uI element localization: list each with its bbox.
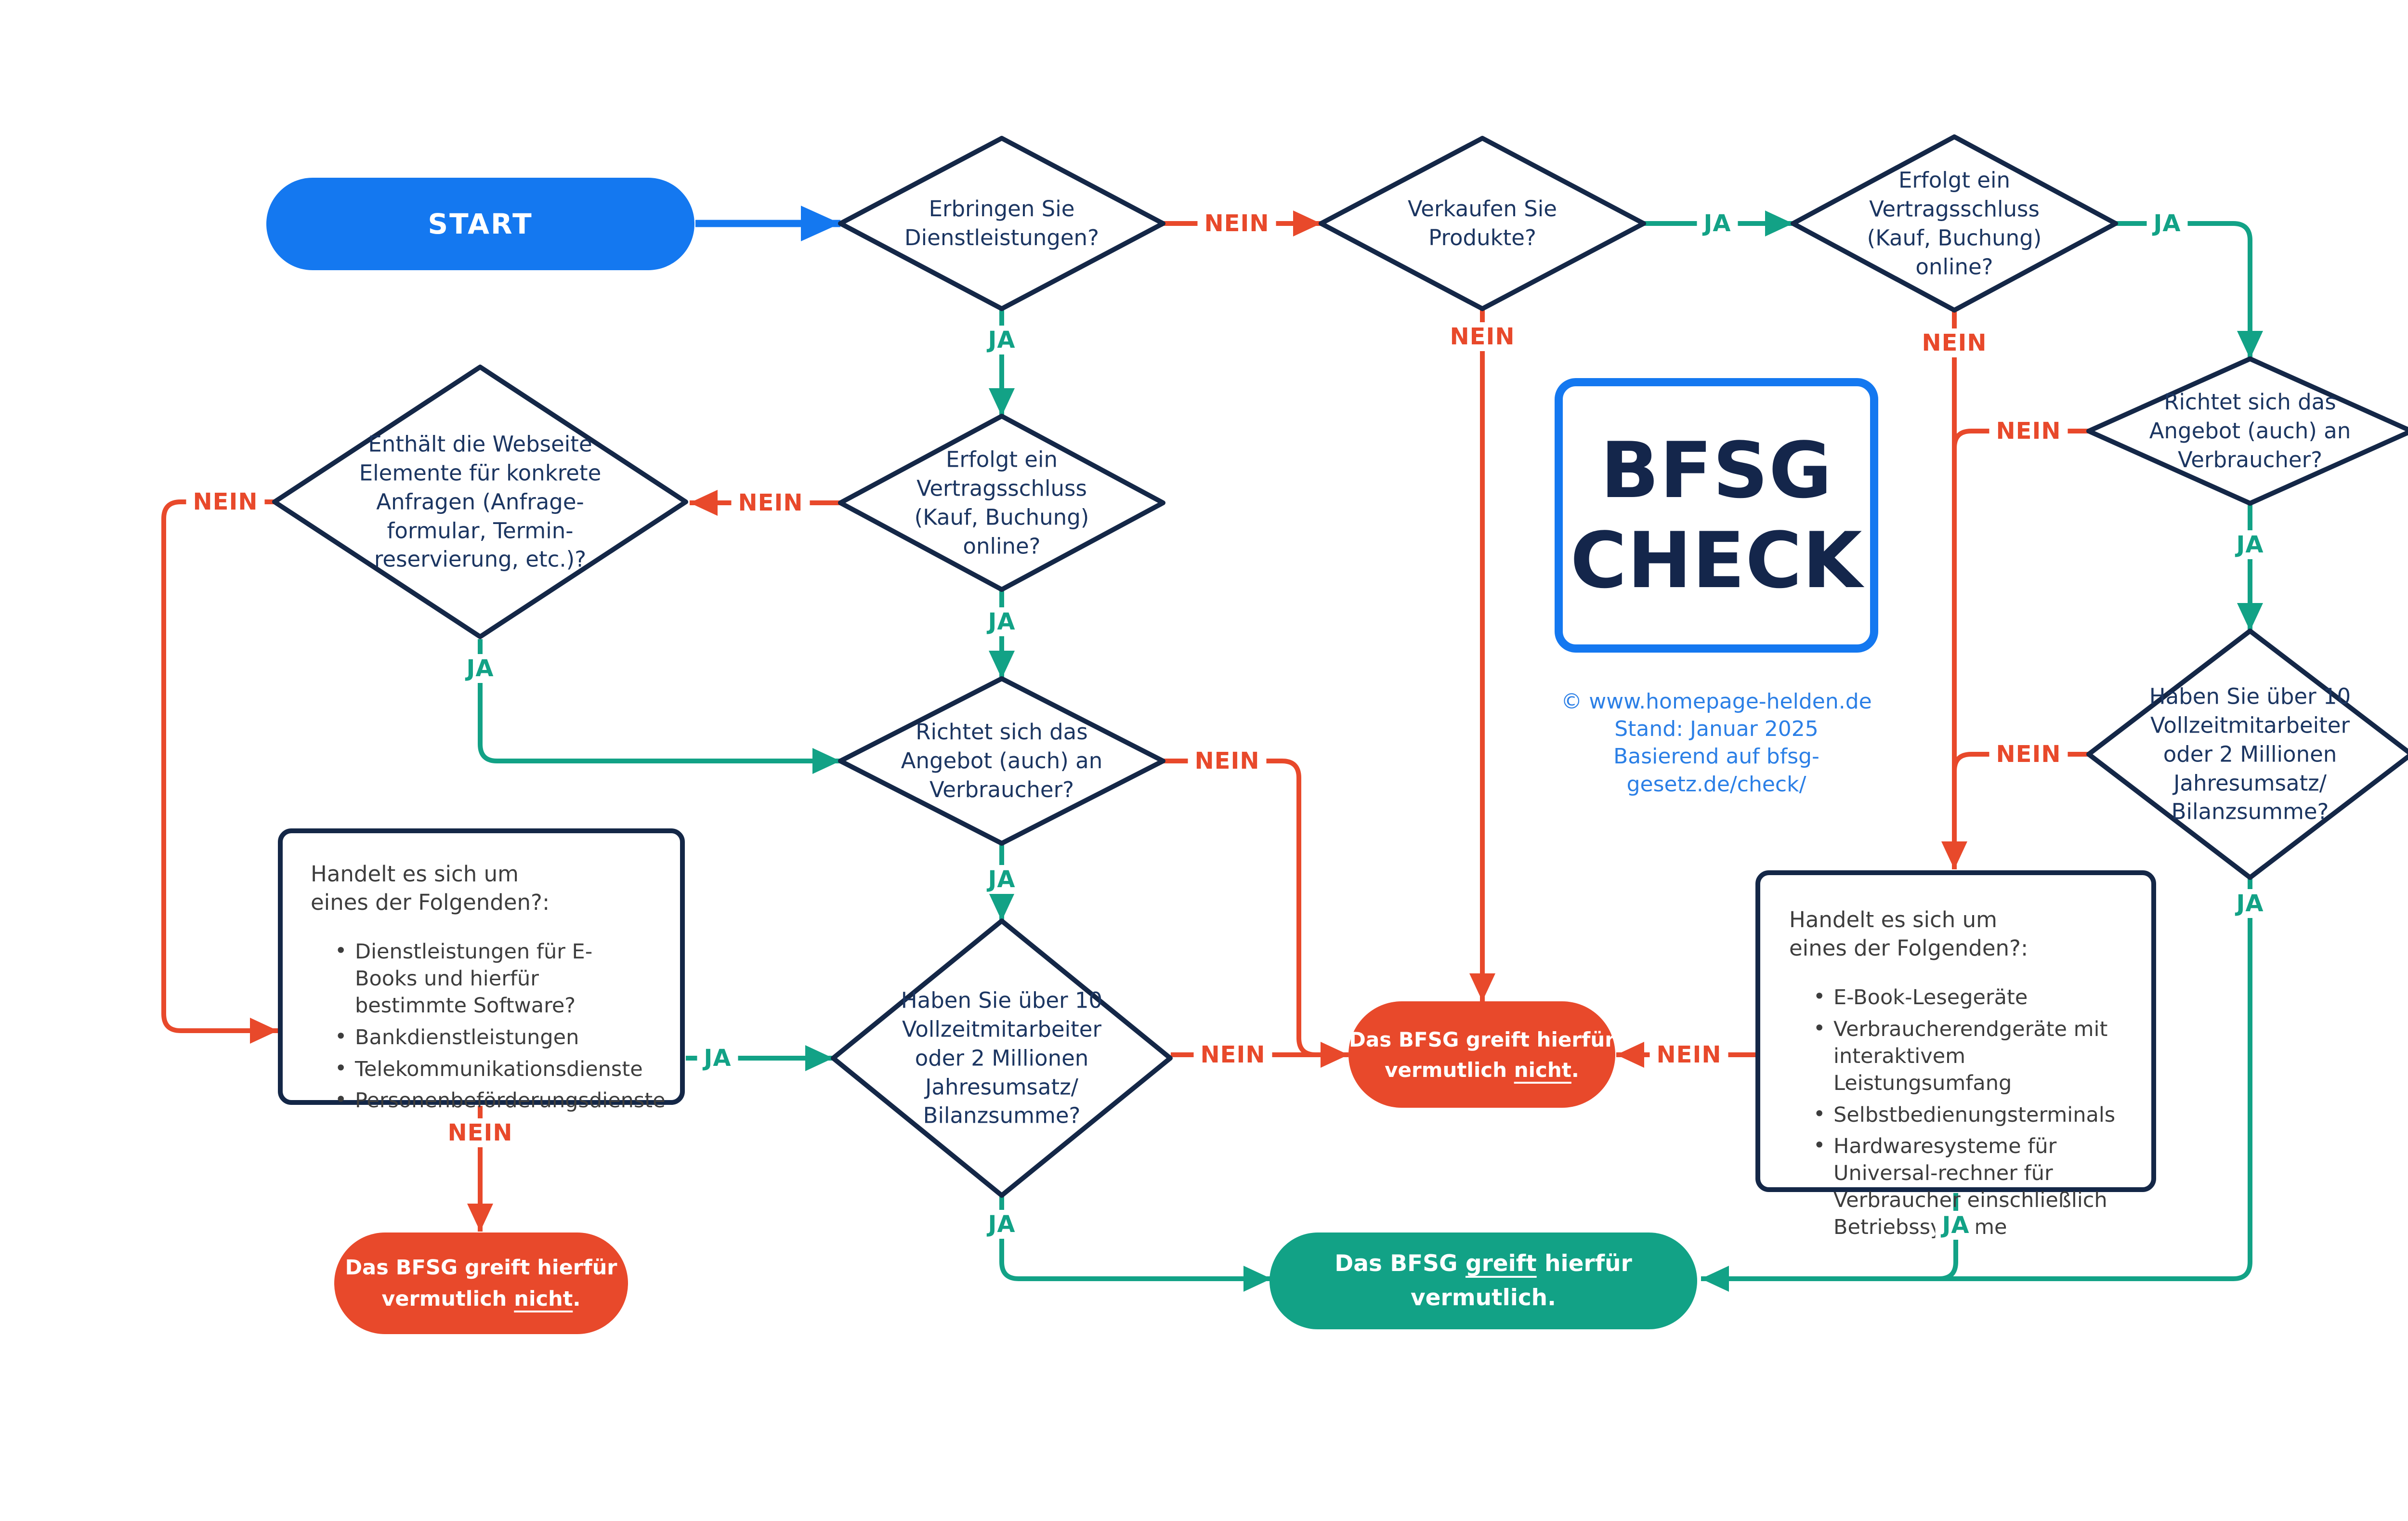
services-list: Dienstleistungen für E-Books und hierfür… <box>311 938 666 1115</box>
connector-nein-website-to-services-list <box>161 499 278 1044</box>
decision-size-right-shape <box>2086 629 2408 880</box>
result-text: vermutlich <box>1385 1058 1514 1082</box>
result-text: . <box>1571 1058 1579 1082</box>
label-nein: NEIN <box>1649 1040 1728 1069</box>
list-item: Personenbeförderungsdienste <box>331 1087 666 1115</box>
result-line: Das BFSG greift hierfür vermutlich. <box>1269 1247 1697 1315</box>
decision-consumers-right-shape <box>2086 356 2408 506</box>
decision-contract-mid-shape <box>838 414 1165 592</box>
products-list: E-Book-Lesegeräte Verbraucherendgeräte m… <box>1789 983 2137 1241</box>
connector-nein-consumers-mid-merge <box>1163 759 1325 1057</box>
label-ja: JA <box>697 1044 738 1073</box>
result-line: vermutlich nicht. <box>1385 1055 1579 1085</box>
bfsg-check-badge: BFSG CHECK <box>1555 378 1878 653</box>
label-ja: JA <box>981 607 1022 636</box>
decision-consumers-mid-text: Richtet sich das Angebot (auch) an Verbr… <box>901 719 1103 802</box>
label-nein: NEIN <box>1193 1040 1272 1069</box>
connector-ja-contract-top-to-consumers-right <box>2116 221 2263 359</box>
result-text: vermutlich <box>381 1286 514 1311</box>
decision-size-right-text: Haben Sie über 10 Vollzeitmitarbeiter od… <box>2149 683 2351 825</box>
decision-contract-mid-text: Erfolgt ein Vertragsschluss (Kauf, Buchu… <box>914 446 1089 559</box>
connector-ja-website-to-consumers-mid <box>478 639 840 774</box>
label-ja: JA <box>1697 209 1738 238</box>
label-ja: JA <box>981 1210 1022 1239</box>
label-nein: NEIN <box>441 1118 520 1147</box>
label-nein: NEIN <box>186 487 265 516</box>
connector-ja-size-right-to-positive <box>1701 878 2252 1292</box>
result-negative-left: Das BFSG greift hierfür vermutlich nicht… <box>334 1233 628 1334</box>
services-list-box: Handelt es sich um eines der Folgenden?:… <box>278 828 685 1114</box>
list-item: Dienstleistungen für E-Books und hierfür… <box>331 938 654 1020</box>
products-list-title: Handelt es sich um eines der Folgenden?: <box>1789 907 2028 961</box>
list-item: Verbraucherendgeräte mit interaktivem Le… <box>1809 1015 2122 1097</box>
result-negative-mid: Das BFSG greift hierfür vermutlich nicht… <box>1348 1001 1615 1108</box>
decision-services-text: Erbringen Sie Dienstleistungen? <box>904 196 1099 250</box>
decision-contract-top-text: Erfolgt ein Vertragsschluss (Kauf, Buchu… <box>1867 167 2042 279</box>
result-text-underlined: greift <box>1465 1250 1537 1277</box>
label-ja: JA <box>2229 530 2271 559</box>
list-item: Hardwaresysteme für Universal-rechner fü… <box>1809 1132 2132 1241</box>
credit-text: © www.homepage-helden.de Stand: Januar 2… <box>1561 689 1872 797</box>
decision-size-mid-text: Haben Sie über 10 Vollzeitmitarbeiter od… <box>901 987 1103 1128</box>
result-positive: Das BFSG greift hierfür vermutlich. <box>1269 1233 1697 1329</box>
label-ja: JA <box>981 326 1022 354</box>
decision-contract-top-shape <box>1791 134 2118 313</box>
label-ja: JA <box>981 865 1022 894</box>
result-text-underlined: nicht <box>514 1286 573 1311</box>
label-ja: JA <box>459 654 501 683</box>
label-nein: NEIN <box>1989 417 2068 446</box>
products-list-box: Handelt es sich um eines der Folgenden?:… <box>1755 870 2156 1239</box>
label-nein: NEIN <box>1197 209 1276 238</box>
list-item: E-Book-Lesegeräte <box>1809 983 2137 1011</box>
result-text: . <box>573 1286 581 1311</box>
decision-website-shape <box>272 365 688 639</box>
result-text-underlined: nicht <box>1514 1058 1571 1082</box>
result-text: hierfür vermutlich. <box>1411 1250 1632 1311</box>
decision-consumers-mid-shape <box>838 676 1165 846</box>
decision-services-shape <box>838 136 1165 311</box>
connector-ja-size-mid-to-positive <box>999 1196 1271 1292</box>
decision-consumers-right-text: Richtet sich das Angebot (auch) an Verbr… <box>2149 389 2351 472</box>
decision-size-mid-shape <box>831 918 1173 1198</box>
label-nein: NEIN <box>1915 328 1994 357</box>
connector-nein-size-right-merge <box>1952 752 2089 772</box>
result-line: Das BFSG greift hierfür <box>345 1256 617 1280</box>
connector-ja-products-list-merge <box>1929 1193 1958 1281</box>
label-nein: NEIN <box>1989 740 2068 769</box>
decision-products-shape <box>1319 136 1646 311</box>
connector-nein-consumers-right-merge <box>1952 429 2089 448</box>
list-item: Bankdienstleistungen <box>331 1023 666 1051</box>
decision-products-text: Verkaufen Sie Produkte? <box>1408 196 1557 250</box>
result-line: Das BFSG greift hierfür <box>1349 1027 1615 1051</box>
label-ja: JA <box>2229 889 2271 918</box>
result-line: vermutlich nicht. <box>381 1284 580 1315</box>
label-nein: NEIN <box>731 488 810 517</box>
label-nein: NEIN <box>1188 747 1267 775</box>
start-label: START <box>428 208 533 240</box>
label-nein: NEIN <box>1443 322 1522 351</box>
label-ja: JA <box>2146 209 2188 238</box>
services-list-title: Handelt es sich um eines der Folgenden?: <box>311 861 550 915</box>
start-node: START <box>266 178 694 270</box>
result-text: Das BFSG <box>1335 1250 1466 1277</box>
decision-website-text: Enthält die Webseite Elemente für konkre… <box>359 431 602 572</box>
list-item: Telekommunikationsdienste <box>331 1055 666 1083</box>
label-ja: JA <box>1935 1211 1976 1240</box>
list-item: Selbstbedienungsterminals <box>1809 1101 2137 1129</box>
